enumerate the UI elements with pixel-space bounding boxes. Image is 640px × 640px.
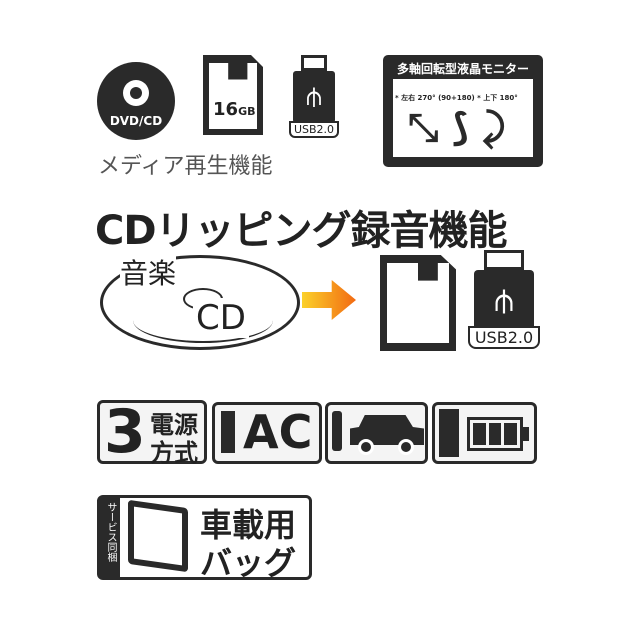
disc-music-label: 音楽 <box>120 252 177 292</box>
ripping-title: CDリッピング録音機能 <box>95 208 508 254</box>
monitor-bag-icon <box>128 499 188 573</box>
rotate-arrows-icon: ⤡ ⟆ ⤸ <box>408 105 506 149</box>
disc-label: DVD/CD <box>109 114 163 128</box>
usb-stick-icon: ⫛ USB2.0 <box>289 55 339 140</box>
ac-label: AC <box>243 405 313 459</box>
media-caption: メディア再生機能 <box>98 154 273 179</box>
ac-plug-icon <box>221 411 235 453</box>
battery-badge <box>432 402 537 464</box>
spec-up-down: * 上下 180° <box>477 94 518 102</box>
usb-label: USB2.0 <box>289 121 339 138</box>
bag-title-top: 車載用 <box>200 506 297 544</box>
car-bag-badge: サービス同梱 車載用 バッグ <box>97 495 312 582</box>
rotating-monitor-panel: 多軸回転型液晶モニター * 左右 270° (90+180) * 上下 180°… <box>383 55 543 167</box>
sd-card-icon: 16GB <box>203 55 263 135</box>
power-count: 3 <box>104 397 146 467</box>
disc-cd-label: CD <box>193 298 249 338</box>
sd-unit: GB <box>238 105 256 118</box>
spec-left-right: * 左右 270° (90+180) <box>395 94 475 102</box>
usb-stick-icon: ⫛ USB2.0 <box>468 250 540 350</box>
bundled-service-label: サービス同梱 <box>105 502 116 562</box>
power-methods-badge: 3 電源 方式 <box>97 397 207 467</box>
dvd-disc-icon: DVD/CD <box>97 62 175 140</box>
bag-title-bottom: バッグ <box>200 544 297 582</box>
sd-card-icon <box>380 255 456 351</box>
car-charger-icon <box>332 411 342 451</box>
ac-adapter-badge: AC <box>212 402 322 464</box>
usb-label: USB2.0 <box>468 326 540 349</box>
power-label-top: 電源 <box>150 411 198 439</box>
arrow-right-icon <box>302 280 356 320</box>
power-label-bottom: 方式 <box>150 439 198 467</box>
sd-capacity: 16 <box>213 99 239 120</box>
car-power-badge <box>325 402 428 464</box>
battery-icon <box>467 417 523 451</box>
monitor-title: 多軸回転型液晶モニター <box>396 62 529 76</box>
